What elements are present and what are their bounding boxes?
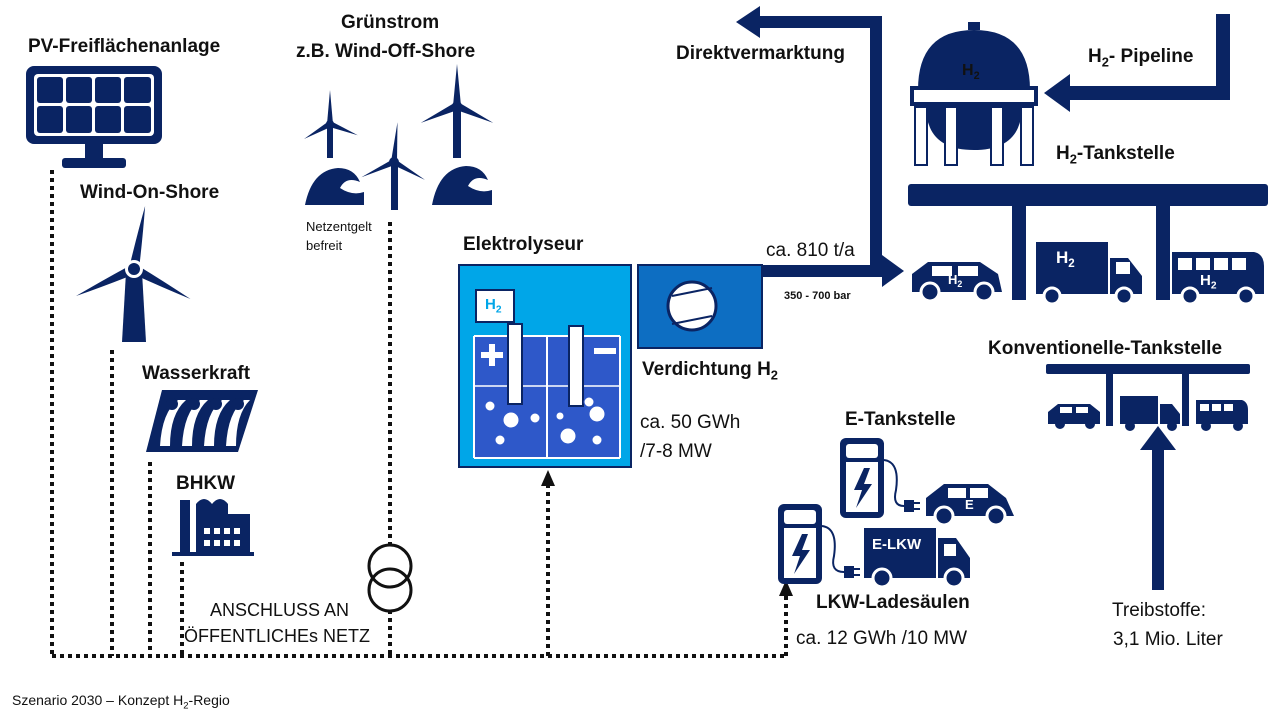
label-h2-tankstelle: H2-Tankstelle <box>1056 143 1175 167</box>
label-lkw-ladesaeulen: LKW-Ladesäulen <box>816 592 970 613</box>
label-treibstoffe-menge: 3,1 Mio. Liter <box>1113 629 1223 650</box>
truck-h2-label: H2 <box>1056 248 1075 271</box>
gas-station-roof-icon <box>908 184 1268 300</box>
label-wasserkraft: Wasserkraft <box>142 363 251 384</box>
label-gruenstrom: Grünstrom <box>341 12 440 33</box>
label-lkw-energy: ca. 12 GWh /10 MW <box>796 628 968 649</box>
car-h2-label: H2 <box>948 272 963 290</box>
hydro-dam-icon <box>146 390 258 452</box>
footer-caption: Szenario 2030 – Konzept H2-Regio <box>12 692 230 712</box>
label-treibstoffe: Treibstoffe: <box>1112 600 1206 621</box>
electric-truck-icon <box>864 528 970 589</box>
solar-panel-icon <box>26 66 162 168</box>
bus-h2-label: H2 <box>1200 272 1217 292</box>
electric-car-icon <box>926 484 1014 527</box>
tank-h2-label: H2 <box>962 62 980 82</box>
wind-turbine-icon <box>75 205 191 342</box>
truck-elkw-label: E-LKW <box>872 536 922 553</box>
label-menge: ca. 810 t/a <box>766 240 855 261</box>
grid-connection-lines <box>50 170 788 658</box>
label-befreit: befreit <box>306 238 343 253</box>
label-elektrolyseur: Elektrolyseur <box>463 234 584 255</box>
label-verdichtung: Verdichtung H2 <box>642 359 778 383</box>
car-e-label: E <box>965 497 974 512</box>
charging-station-icon <box>840 438 920 518</box>
factory-icon <box>172 499 254 556</box>
label-elektro-energy: ca. 50 GWh <box>640 412 741 433</box>
compressor-icon <box>637 264 763 349</box>
h2-bus-icon <box>1172 252 1264 306</box>
label-direktvermarktung: Direktvermarktung <box>676 43 845 64</box>
label-elektro-power: /7-8 MW <box>640 441 712 462</box>
label-pipeline: H2- Pipeline <box>1088 46 1194 70</box>
arrow-icon <box>779 580 793 596</box>
charging-station-icon <box>778 504 860 584</box>
label-konventionell: Konventionelle-Tankstelle <box>988 338 1223 359</box>
electrolyser-icon <box>458 264 632 468</box>
label-e-tankstelle: E-Tankstelle <box>845 409 956 430</box>
label-bhkw: BHKW <box>176 473 236 494</box>
gas-station-roof-icon <box>1046 364 1250 431</box>
arrow-icon <box>541 470 555 486</box>
label-oeffentliches-netz: ÖFFENTLICHEs NETZ <box>184 626 371 646</box>
label-anschluss: ANSCHLUSS AN <box>210 600 350 620</box>
label-druck: 350 - 700 bar <box>784 290 851 302</box>
h2-truck-icon <box>1036 242 1142 306</box>
label-wind-offshore: z.B. Wind-Off-Shore <box>296 41 476 62</box>
hydrogen-tank-icon <box>910 22 1038 166</box>
label-wind-onshore: Wind-On-Shore <box>80 182 220 203</box>
transformer-icon <box>367 543 413 613</box>
flow-arrows <box>736 6 1230 590</box>
offshore-wind-icon <box>304 64 494 210</box>
h2-car-icon <box>912 262 1002 303</box>
label-netzentgelt: Netzentgelt <box>306 219 372 234</box>
electrolyser-h2-label: H2 <box>485 296 502 316</box>
label-pv: PV-Freiflächenanlage <box>28 36 221 57</box>
